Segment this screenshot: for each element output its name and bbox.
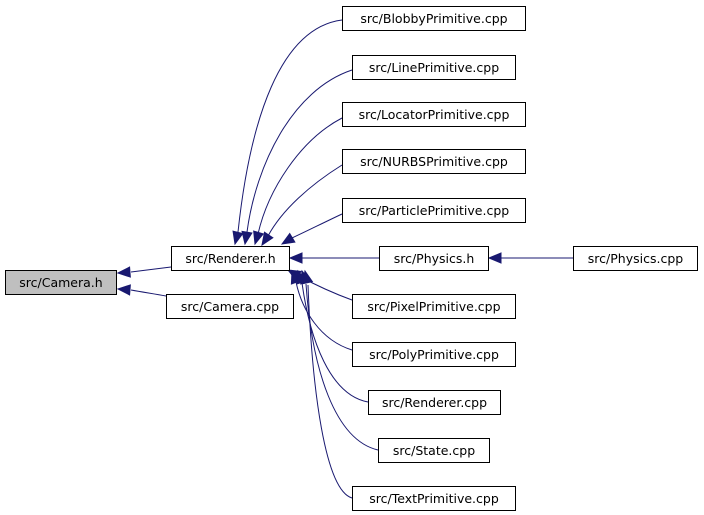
node-label: src/PixelPrimitive.cpp: [367, 299, 500, 314]
arrowhead-icon: [280, 232, 296, 245]
node-label: src/PolyPrimitive.cpp: [369, 347, 499, 362]
edge-line-to-renderer_h: [241, 69, 353, 246]
arrowhead-icon: [261, 231, 274, 247]
edge-blobby-to-renderer_h: [232, 19, 343, 246]
arrowhead-icon: [116, 284, 131, 296]
node-label: src/LocatorPrimitive.cpp: [359, 107, 510, 122]
arrowhead-icon: [241, 230, 253, 246]
edge-line: [130, 289, 167, 297]
node-box[interactable]: [342, 102, 526, 127]
node-text[interactable]: src/TextPrimitive.cpp: [352, 486, 516, 511]
node-label: src/Physics.h: [394, 251, 475, 266]
node-pixel[interactable]: src/PixelPrimitive.cpp: [352, 294, 516, 319]
arrowhead-icon: [253, 230, 265, 246]
node-camera-cpp[interactable]: src/Camera.cpp: [166, 294, 294, 319]
node-label: src/Renderer.h: [185, 251, 275, 266]
edge-line: [237, 19, 343, 233]
node-label: src/Renderer.cpp: [382, 395, 487, 410]
node-box[interactable]: [352, 294, 516, 319]
edge-line: [246, 69, 353, 233]
node-nurbs[interactable]: src/NURBSPrimitive.cpp: [342, 149, 526, 174]
node-particle[interactable]: src/ParticlePrimitive.cpp: [342, 198, 526, 223]
node-box[interactable]: [342, 198, 526, 223]
edge-camera_cpp-to-camera_h: [116, 284, 167, 297]
arrowhead-icon: [288, 252, 303, 264]
node-label: src/Physics.cpp: [588, 251, 683, 266]
nodes-layer: src/Camera.h src/Renderer.h src/Camera.cpp…: [5, 6, 698, 511]
node-box[interactable]: [171, 246, 290, 271]
node-label: src/TextPrimitive.cpp: [369, 491, 499, 506]
edges-layer: [116, 19, 573, 499]
edge-locator-to-renderer_h: [253, 117, 343, 246]
edge-line: [257, 117, 343, 235]
node-physics-h[interactable]: src/Physics.h: [379, 246, 489, 271]
node-box[interactable]: [368, 390, 501, 415]
node-blobby[interactable]: src/BlobbyPrimitive.cpp: [342, 6, 526, 31]
edge-physics_h-to-renderer_h: [288, 252, 379, 264]
node-box[interactable]: [5, 270, 117, 295]
node-label: src/LinePrimitive.cpp: [369, 60, 499, 75]
node-box[interactable]: [166, 294, 294, 319]
edge-line: [307, 284, 353, 499]
edge-line: [301, 282, 369, 403]
edge-particle-to-renderer_h: [280, 213, 343, 245]
edge-renderer_cpp-to-renderer_h: [296, 269, 369, 403]
node-box[interactable]: [342, 149, 526, 174]
edge-text-to-renderer_h: [301, 269, 353, 499]
node-physics-cpp[interactable]: src/Physics.cpp: [573, 246, 698, 271]
arrowhead-icon: [301, 269, 314, 285]
node-locator[interactable]: src/LocatorPrimitive.cpp: [342, 102, 526, 127]
edge-line: [130, 266, 172, 273]
node-renderer-cpp[interactable]: src/Renderer.cpp: [368, 390, 501, 415]
node-box[interactable]: [378, 438, 490, 463]
arrowhead-icon: [116, 266, 131, 278]
node-camera-h[interactable]: src/Camera.h: [5, 270, 117, 295]
edge-physics_cpp-to-physics_h: [487, 252, 573, 264]
edge-line: [295, 281, 353, 351]
arrowhead-icon: [487, 252, 502, 264]
edge-renderer_h-to-camera_h: [116, 266, 172, 278]
node-label: src/Camera.h: [19, 275, 102, 290]
node-label: src/Camera.cpp: [181, 299, 279, 314]
node-box[interactable]: [342, 6, 526, 31]
node-state[interactable]: src/State.cpp: [378, 438, 490, 463]
node-box[interactable]: [352, 342, 516, 367]
edge-line: [291, 213, 343, 239]
node-label: src/NURBSPrimitive.cpp: [360, 154, 508, 169]
edge-nurbs-to-renderer_h: [261, 164, 343, 247]
node-renderer-h[interactable]: src/Renderer.h: [171, 246, 290, 271]
node-box[interactable]: [352, 486, 516, 511]
node-label: src/ParticlePrimitive.cpp: [359, 203, 509, 218]
node-box[interactable]: [573, 246, 698, 271]
node-label: src/State.cpp: [393, 443, 475, 458]
arrowhead-icon: [232, 230, 244, 246]
node-line[interactable]: src/LinePrimitive.cpp: [352, 55, 516, 80]
edge-line: [267, 164, 343, 237]
node-label: src/BlobbyPrimitive.cpp: [360, 11, 507, 26]
node-box[interactable]: [352, 55, 516, 80]
node-poly[interactable]: src/PolyPrimitive.cpp: [352, 342, 516, 367]
node-box[interactable]: [379, 246, 489, 271]
